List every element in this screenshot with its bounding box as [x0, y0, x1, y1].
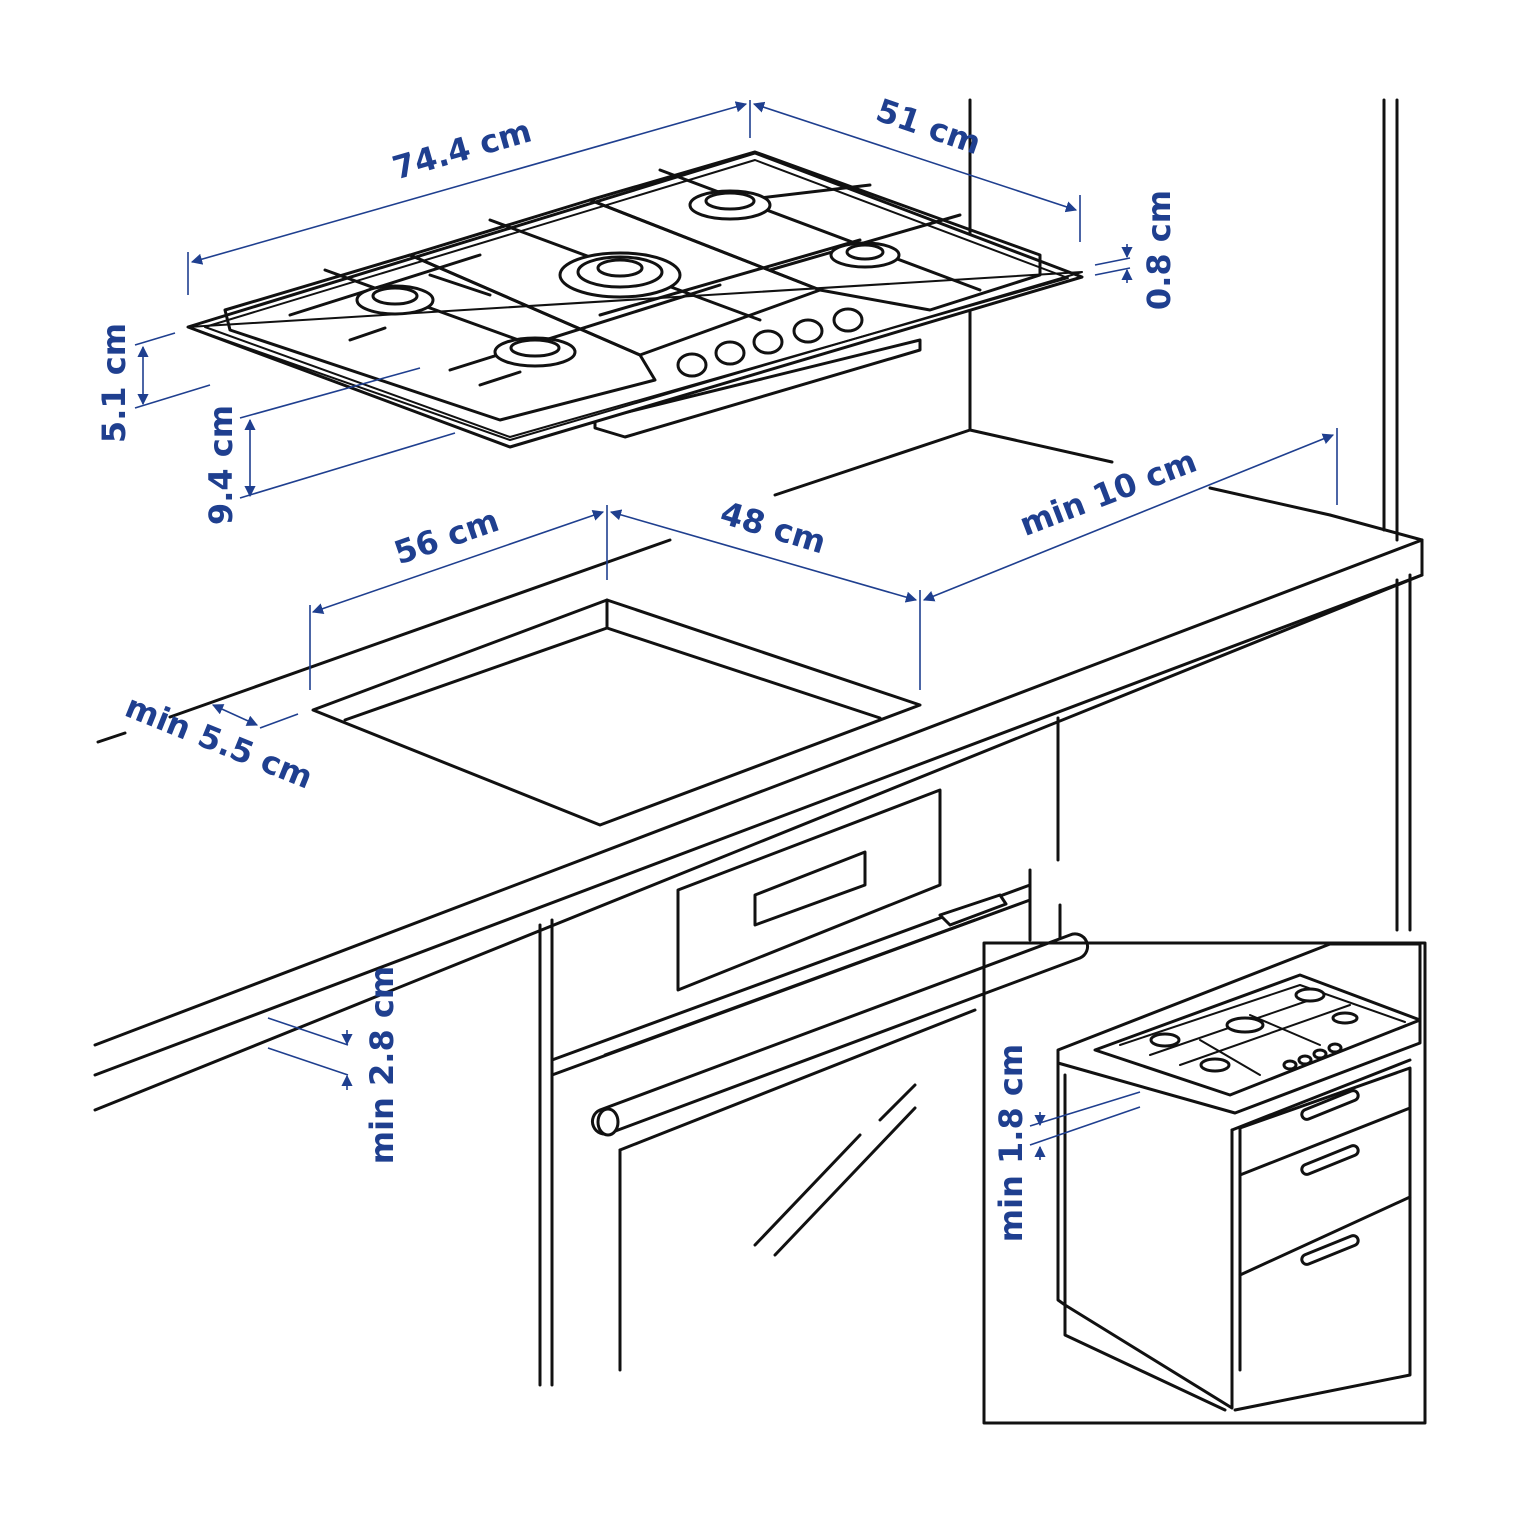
dimension-hob-height: 5.1 cm [95, 323, 211, 443]
inset-cabinet [1056, 942, 1422, 1412]
burner-back-right [829, 241, 901, 269]
label-inset-thickness: min 1.8 cm [992, 1044, 1030, 1242]
burner-back-left [688, 189, 772, 221]
oven-handle [590, 932, 1090, 1137]
gas-hob [186, 151, 1084, 449]
label-hob-width: 74.4 cm [388, 112, 535, 188]
label-glass-thickness: 0.8 cm [1140, 190, 1178, 310]
label-worktop-thickness: min 2.8 cm [363, 966, 401, 1164]
control-knobs [676, 307, 864, 378]
label-front-clearance: min 5.5 cm [120, 687, 318, 797]
burner-centre-wok [558, 251, 682, 299]
burner-front-left [355, 284, 435, 316]
dimension-glass-thickness: 0.8 cm [1094, 190, 1178, 310]
oven-cabinet [538, 716, 1062, 1387]
oven-window-glare [753, 1083, 917, 1257]
label-below-height: 9.4 cm [202, 405, 240, 525]
dimension-below-height: 9.4 cm [202, 367, 456, 525]
dimension-front-clearance: min 5.5 cm [120, 687, 318, 797]
label-hob-height: 5.1 cm [95, 323, 133, 443]
worktop [93, 513, 1424, 1112]
worktop-cutout [311, 598, 922, 827]
dimension-cutout-width: 56 cm [309, 501, 608, 690]
dimension-cutout-depth: 48 cm [609, 494, 921, 690]
dimension-back-clearance: min 10 cm [922, 428, 1338, 602]
label-back-clearance: min 10 cm [1014, 442, 1201, 544]
dimension-worktop-thickness: min 2.8 cm [267, 966, 401, 1164]
inset-frame [982, 941, 1427, 1425]
label-cutout-depth: 48 cm [716, 494, 830, 562]
burner-front-middle [493, 336, 577, 368]
dimension-inset-thickness: min 1.8 cm [992, 1044, 1141, 1242]
label-cutout-width: 56 cm [389, 501, 503, 572]
